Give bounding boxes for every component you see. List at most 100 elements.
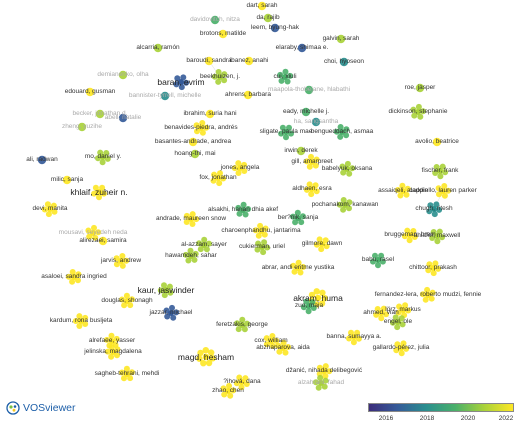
author-node[interactable] — [393, 340, 410, 357]
author-node[interactable] — [113, 253, 130, 269]
author-node[interactable] — [410, 103, 427, 120]
author-node[interactable] — [346, 329, 362, 346]
author-node[interactable] — [303, 153, 320, 170]
author-label[interactable]: choi, hyoseon — [323, 57, 365, 65]
author-node[interactable] — [65, 269, 82, 285]
author-node[interactable] — [432, 137, 442, 147]
author-label[interactable]: ahrens, barbara — [225, 90, 271, 98]
author-label[interactable]: zuo, maja — [294, 301, 324, 309]
author-label[interactable]: zhao, chen — [212, 386, 244, 394]
author-label[interactable]: pochanakom, kanawan — [311, 200, 379, 208]
author-label[interactable]: beekhuizen, j. — [199, 72, 241, 80]
author-label[interactable]: da, rajib — [256, 13, 280, 21]
author-label[interactable]: maapola-thobejane, hlabathi — [267, 85, 351, 93]
author-label[interactable]: babu, rasel — [361, 255, 395, 263]
author-label[interactable]: alcarria, ramón — [136, 43, 180, 51]
author-label[interactable]: baran, evrim — [157, 76, 205, 87]
author-label[interactable]: cukierman, uriel — [239, 242, 285, 250]
author-label[interactable]: jazzar, michael — [149, 308, 193, 316]
author-label[interactable]: basantes-andrade, andrea — [154, 137, 232, 145]
author-node[interactable] — [91, 184, 107, 201]
author-node[interactable] — [301, 107, 311, 117]
author-node[interactable] — [210, 170, 227, 187]
author-node[interactable] — [316, 363, 333, 379]
author-label[interactable]: kaur, jaswinder — [137, 284, 195, 295]
author-node[interactable] — [290, 209, 306, 226]
author-node[interactable] — [85, 87, 95, 97]
author-label[interactable]: lörz, markus — [385, 305, 421, 313]
author-node[interactable] — [119, 292, 135, 309]
author-label[interactable]: becker, jonathan d. — [72, 109, 128, 117]
author-node[interactable] — [190, 149, 200, 159]
author-label[interactable]: abrar, andi eritme yustika — [261, 263, 335, 271]
author-label[interactable]: jones, angela — [220, 163, 260, 171]
author-node[interactable] — [435, 183, 452, 199]
author-label[interactable]: douglas, shonagh — [101, 296, 153, 304]
author-node[interactable] — [163, 304, 180, 321]
author-node[interactable] — [104, 344, 121, 360]
author-label[interactable]: alirezaei, samira — [79, 236, 127, 244]
author-label[interactable]: gilmore, dawn — [301, 239, 343, 247]
author-label[interactable]: gallardo-pérez, julia — [372, 343, 430, 351]
author-label[interactable]: alsakhi, hanan dhia akef — [207, 205, 279, 213]
author-node[interactable] — [339, 57, 349, 67]
author-node[interactable] — [196, 347, 216, 367]
author-label[interactable]: gill, amarpreet — [291, 157, 333, 165]
author-label[interactable]: andrade, maureen snow — [155, 214, 227, 222]
author-node[interactable] — [401, 227, 418, 244]
author-node[interactable] — [339, 160, 356, 177]
author-node[interactable] — [173, 74, 190, 91]
author-node[interactable] — [277, 68, 294, 85]
author-label[interactable]: jarvis, andrew — [100, 256, 142, 264]
author-node[interactable] — [432, 163, 449, 180]
author-node[interactable] — [389, 314, 406, 331]
author-node[interactable] — [303, 181, 320, 198]
author-node[interactable] — [211, 69, 228, 85]
author-label[interactable]: ber?nik, sanja — [277, 213, 319, 221]
author-label[interactable]: eady, michelle j. — [282, 107, 330, 115]
author-node[interactable] — [153, 43, 163, 53]
author-node[interactable] — [41, 201, 58, 218]
author-label[interactable]: cox, william — [254, 336, 288, 344]
author-node[interactable] — [370, 252, 386, 269]
author-label[interactable]: bruggeman, bram — [384, 230, 436, 238]
author-node[interactable] — [196, 236, 212, 253]
author-label[interactable]: abell, natalie — [104, 113, 142, 121]
author-node[interactable] — [426, 201, 443, 218]
author-label[interactable]: bannister-tyrrell, michelle — [128, 91, 202, 99]
author-node[interactable] — [37, 155, 47, 165]
author-label[interactable]: džanić, nihada delibegović — [285, 366, 363, 374]
author-node[interactable] — [336, 34, 346, 44]
author-node[interactable] — [218, 29, 228, 39]
author-node[interactable] — [312, 374, 329, 391]
author-label[interactable]: mousavi, seyedeh neda — [58, 228, 128, 236]
author-label[interactable]: ahmed, vian — [363, 308, 399, 316]
author-node[interactable] — [278, 124, 294, 141]
author-node[interactable] — [160, 91, 170, 101]
author-label[interactable]: fernandez-lera, roberto mudzi, fennie — [374, 290, 482, 298]
author-label[interactable]: sligate, paula mae — [259, 127, 313, 135]
author-label[interactable]: alzahrani, fahad — [297, 378, 345, 386]
author-label[interactable]: banna, sumayya a. — [326, 332, 382, 340]
author-node[interactable] — [204, 56, 214, 66]
author-node[interactable] — [254, 239, 271, 256]
author-label[interactable]: milic, sanja — [50, 175, 84, 183]
author-label[interactable]: ibrahim, suria hani — [183, 109, 237, 117]
author-label[interactable]: brotons, matilde — [199, 29, 247, 37]
author-label[interactable]: chugh, ritesh — [415, 204, 453, 212]
author-label[interactable]: benavides-piedra, andrés — [164, 123, 238, 131]
author-node[interactable] — [235, 201, 252, 218]
author-node[interactable] — [313, 236, 330, 253]
author-node[interactable] — [263, 333, 280, 349]
author-node[interactable] — [188, 137, 198, 147]
author-node[interactable] — [336, 197, 353, 213]
author-node[interactable] — [257, 1, 267, 11]
author-node[interactable] — [243, 90, 253, 100]
author-label[interactable]: abzhaparova, aida — [256, 343, 310, 351]
author-label[interactable]: hawamdeh, sahar — [165, 251, 217, 259]
author-label[interactable]: ha, sangsantha — [293, 117, 339, 125]
author-label[interactable]: davidovitch, nitza — [190, 15, 240, 23]
author-node[interactable] — [290, 259, 307, 276]
author-label[interactable]: assaiqeli, aladdin — [378, 186, 428, 194]
author-node[interactable] — [252, 222, 269, 239]
